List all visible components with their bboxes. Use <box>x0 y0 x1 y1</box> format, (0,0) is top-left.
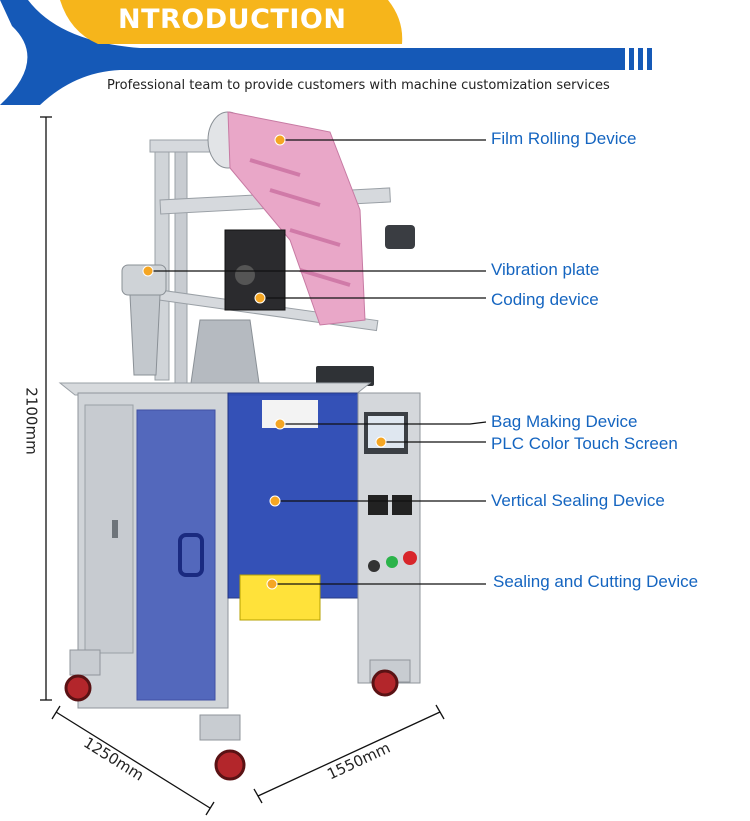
marker-vertical-sealing <box>269 495 281 507</box>
callout-vertical-sealing-device: Vertical Sealing Device <box>491 491 665 510</box>
callout-sealing-and-cutting-device: Sealing and Cutting Device <box>493 572 699 591</box>
callout-film-rolling-device: Film Rolling Device <box>491 129 637 148</box>
header-stripe <box>629 48 634 70</box>
dimension-height: 2100mm <box>22 387 41 455</box>
callout-bag-making-device: Bag Making Device <box>491 412 638 431</box>
marker-coding <box>254 292 266 304</box>
header-stripe <box>620 48 625 70</box>
marker-bag-making <box>274 418 286 430</box>
header-banner <box>0 0 652 105</box>
header-stripe <box>638 48 643 70</box>
page-subtitle: Professional team to provide customers w… <box>107 78 610 93</box>
header-title-tab <box>60 0 403 44</box>
callout-coding-device: Coding device <box>491 290 599 309</box>
marker-plc-screen <box>375 436 387 448</box>
page-title: NTRODUCTION <box>118 4 347 35</box>
header-blue-swoosh <box>0 0 620 105</box>
marker-sealing-cutting <box>266 578 278 590</box>
header-stripe <box>647 48 652 70</box>
callout-plc-color-touch-screen: PLC Color Touch Screen <box>491 434 678 453</box>
marker-film-rolling <box>274 134 286 146</box>
callout-vibration-plate: Vibration plate <box>491 260 600 279</box>
marker-vibration-plate <box>142 265 154 277</box>
